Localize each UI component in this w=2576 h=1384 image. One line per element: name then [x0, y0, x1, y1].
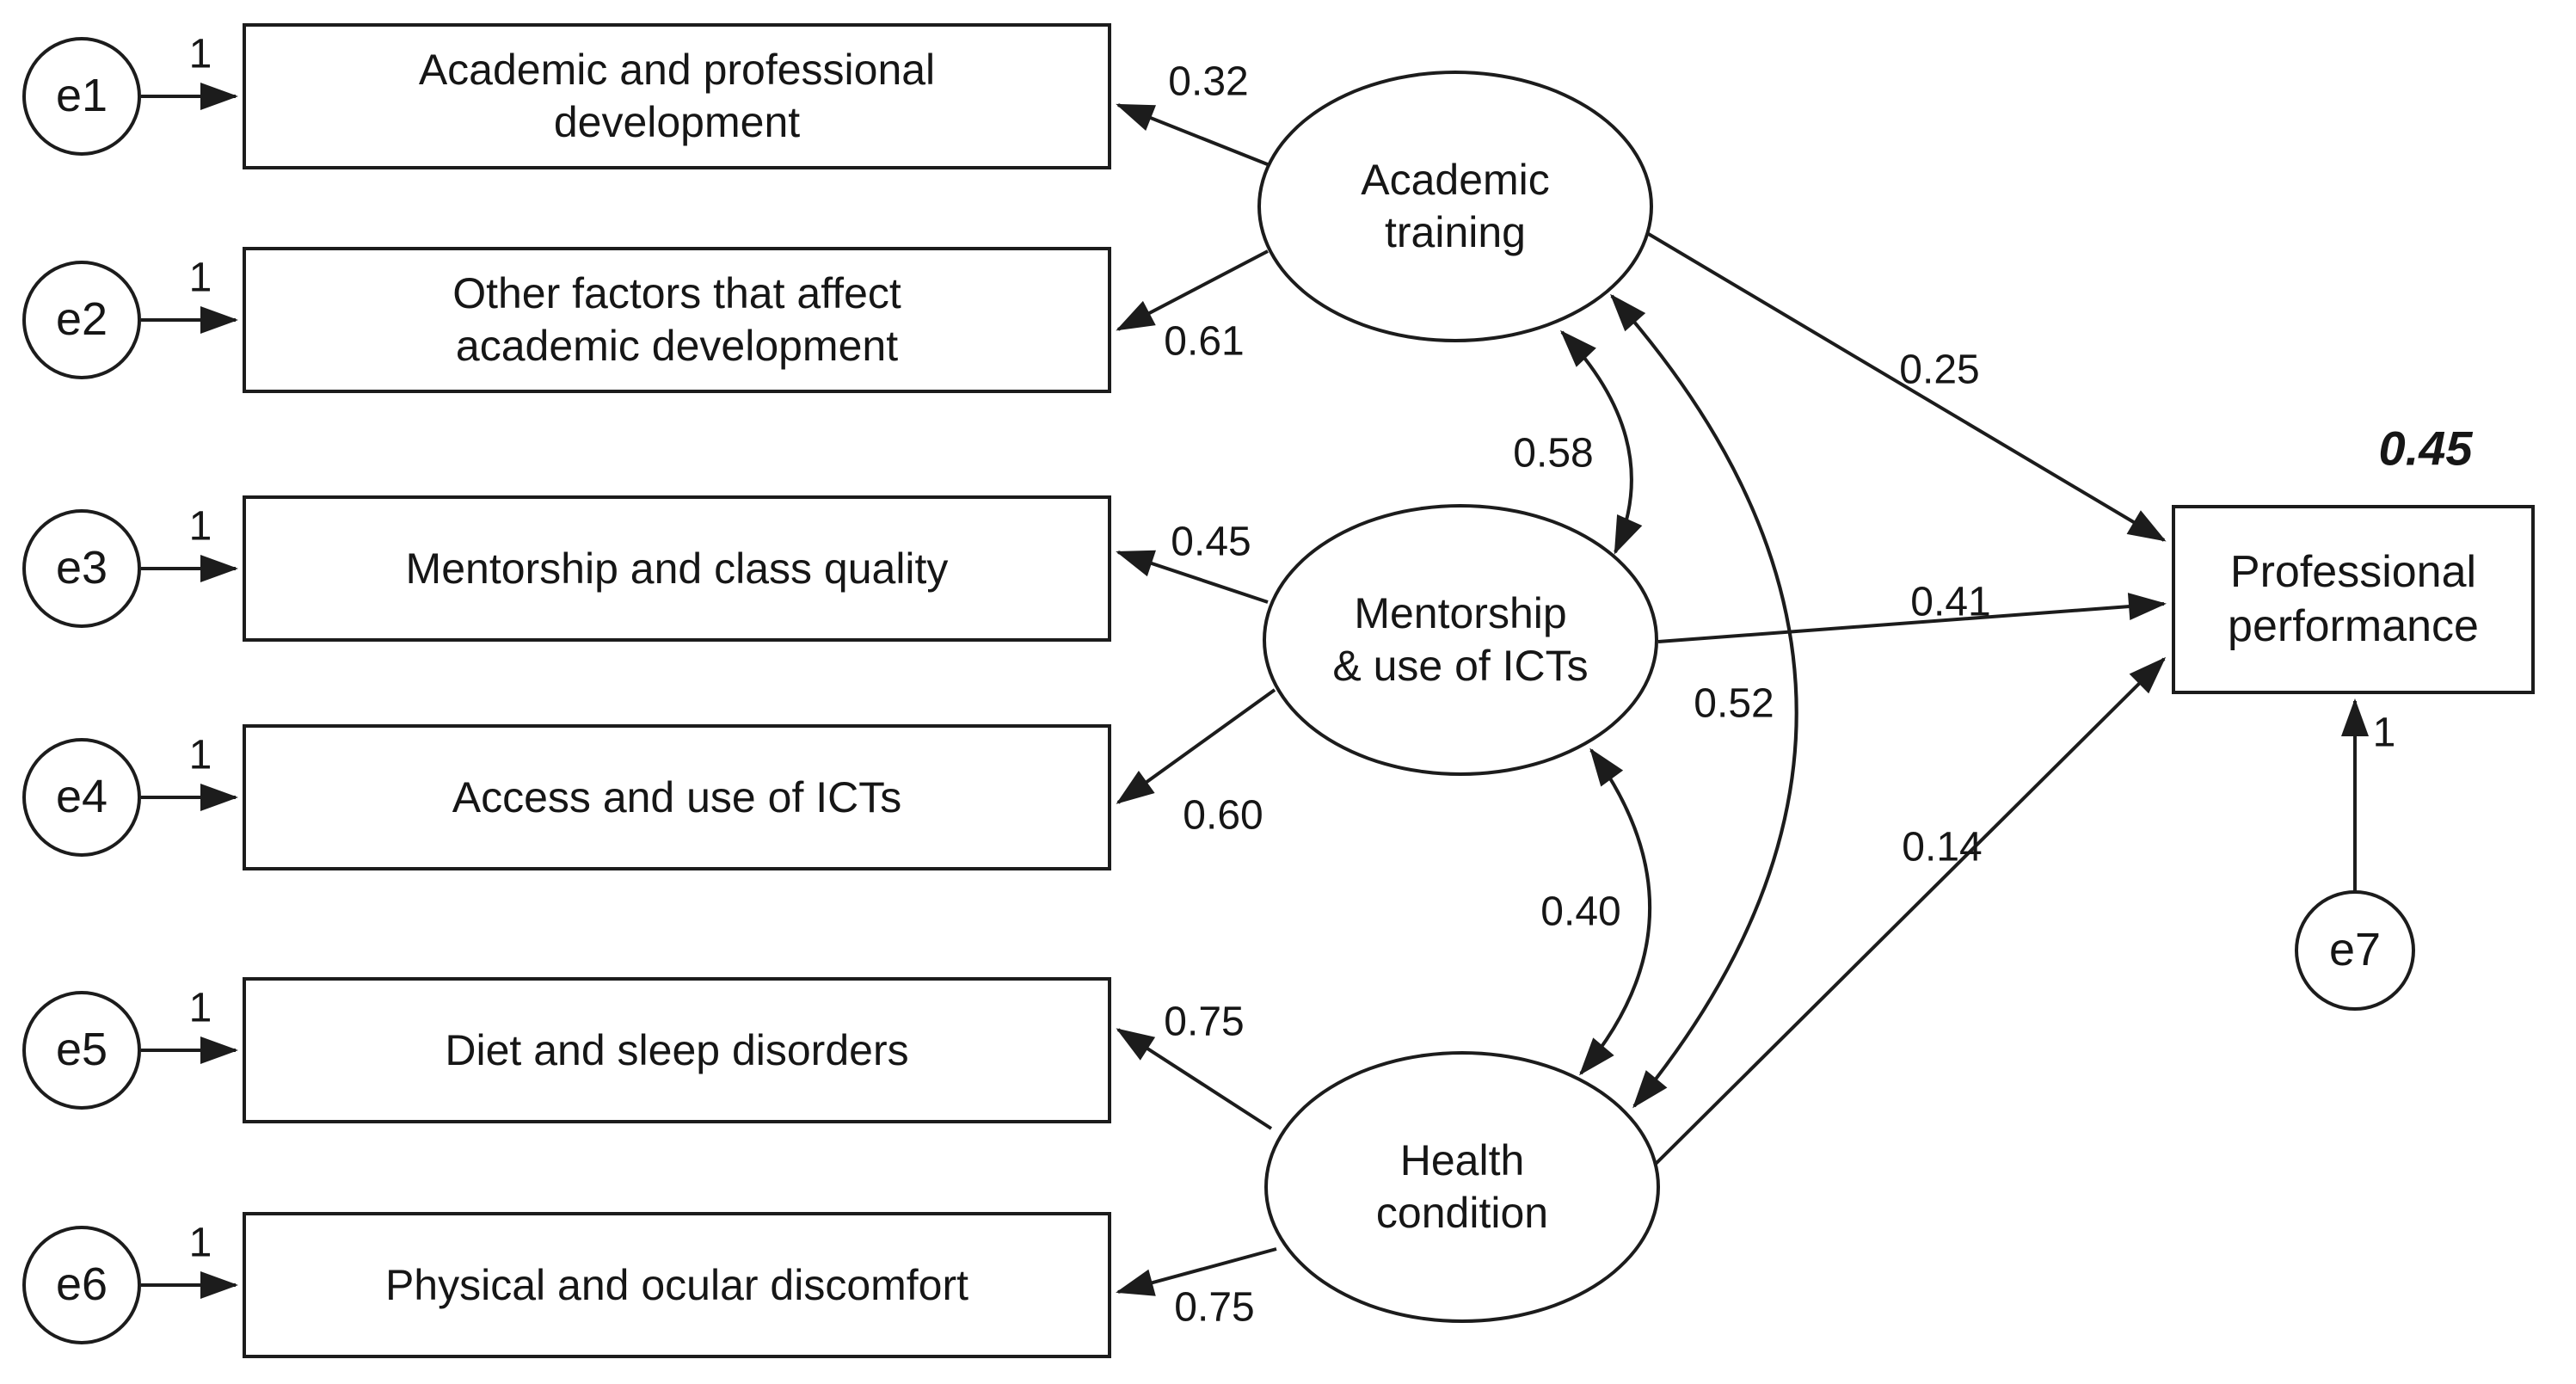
indicator-box-2: Other factors that affect academic devel… — [243, 247, 1111, 393]
path-value-health: 0.14 — [1902, 824, 1983, 870]
indicator-box-6: Physical and ocular discomfort — [243, 1212, 1111, 1358]
path-mentorship-to-outcome — [1657, 593, 2167, 643]
indicator-box-1-label: Academic and professional development — [418, 46, 936, 146]
weight-label-e5: 1 — [188, 985, 212, 1031]
error-term-e2-label: e2 — [55, 293, 108, 346]
latent-health-condition: Health condition — [1264, 1051, 1660, 1323]
latent-mentorship-icts: Mentorship & use of ICTs — [1263, 504, 1658, 776]
loading-value-indicator1: 0.32 — [1168, 58, 1249, 105]
loading-value-indicator3: 0.45 — [1171, 519, 1251, 565]
error-term-e4: e4 — [22, 738, 141, 857]
r-squared-label: 0.45 — [2378, 421, 2473, 476]
error-term-e1-label: e1 — [55, 70, 108, 122]
latent-academic-training: Academic training — [1257, 71, 1653, 342]
latent-health-condition-label: Health condition — [1375, 1136, 1549, 1237]
error-term-e4-label: e4 — [55, 771, 108, 823]
covariance-mentorship-health — [1579, 747, 1651, 1076]
error-term-e7: e7 — [2295, 890, 2415, 1011]
weight-label-e7: 1 — [2372, 710, 2396, 756]
indicator-box-5-label: Diet and sleep disorders — [445, 1025, 909, 1074]
latent-academic-training-label: Academic training — [1361, 156, 1550, 256]
error-term-e3-label: e3 — [55, 542, 108, 594]
covariance-academic-health — [1610, 293, 1798, 1109]
loading-academic-to-indicator1 — [1116, 103, 1270, 167]
error-term-e2: e2 — [22, 261, 141, 379]
indicator-box-1: Academic and professional development — [243, 23, 1111, 169]
weight-label-e1: 1 — [188, 31, 212, 77]
loading-value-indicator2: 0.61 — [1164, 318, 1245, 365]
weight-label-e2: 1 — [188, 255, 212, 301]
error-term-e5-label: e5 — [55, 1024, 108, 1076]
error-term-e5: e5 — [22, 991, 141, 1110]
indicator-box-5: Diet and sleep disorders — [243, 977, 1111, 1123]
indicator-box-6-label: Physical and ocular discomfort — [384, 1260, 969, 1309]
loading-health-to-indicator5 — [1116, 1028, 1273, 1130]
loading-mentorship-to-indicator4 — [1116, 688, 1276, 804]
covariance-value-mentorship-health: 0.40 — [1540, 889, 1621, 935]
error-term-e6-label: e6 — [55, 1258, 108, 1311]
loading-value-indicator4: 0.60 — [1183, 792, 1263, 839]
outcome-box-label: Professional performance — [2228, 546, 2479, 651]
path-value-academic: 0.25 — [1899, 347, 1980, 393]
indicator-box-4-label: Access and use of ICTs — [452, 772, 902, 821]
path-value-mentorship: 0.41 — [1910, 579, 1991, 625]
error-term-e7-label: e7 — [2328, 924, 2382, 976]
path-health-to-outcome — [1650, 656, 2167, 1170]
loading-value-indicator6: 0.75 — [1174, 1284, 1255, 1331]
loading-health-to-indicator6 — [1116, 1247, 1277, 1296]
loading-academic-to-indicator2 — [1116, 249, 1269, 331]
indicator-box-4: Access and use of ICTs — [243, 724, 1111, 870]
loading-value-indicator5: 0.75 — [1164, 999, 1245, 1045]
indicator-box-3-label: Mentorship and class quality — [405, 544, 949, 593]
error-term-e3: e3 — [22, 509, 141, 628]
covariance-value-academic-mentorship: 0.58 — [1513, 430, 1594, 477]
error-term-e1: e1 — [22, 37, 141, 156]
weight-label-e4: 1 — [188, 732, 212, 778]
weight-label-e6: 1 — [188, 1220, 212, 1266]
loading-mentorship-to-indicator3 — [1116, 550, 1269, 604]
path-academic-to-outcome — [1641, 229, 2167, 542]
outcome-box: Professional performance — [2172, 505, 2535, 694]
indicator-box-2-label: Other factors that affect academic devel… — [452, 269, 901, 370]
latent-mentorship-icts-label: Mentorship & use of ICTs — [1332, 589, 1589, 690]
error-term-e6: e6 — [22, 1226, 141, 1344]
covariance-value-academic-health: 0.52 — [1694, 680, 1774, 727]
weight-label-e3: 1 — [188, 503, 212, 550]
indicator-box-3: Mentorship and class quality — [243, 495, 1111, 642]
